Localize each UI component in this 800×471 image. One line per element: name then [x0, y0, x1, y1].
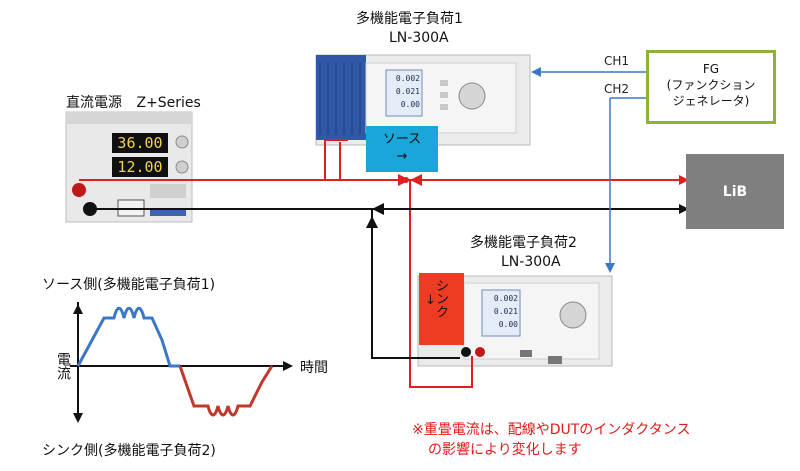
source-arrow-icon: → [396, 149, 408, 164]
source-label: ソース [382, 132, 422, 147]
sink-arrow-icon: ↓ [425, 293, 436, 308]
load-screen: 0.002 0.021 0.00 [388, 72, 420, 111]
sink-indicator: ↓ シンク [419, 273, 464, 345]
load2-power-readout: 0.00 [498, 320, 518, 329]
sink-waveform [178, 365, 274, 417]
source-side-label: ソース側(多機能電子負荷1) [42, 277, 216, 293]
sink-label: シンク [433, 279, 448, 318]
black-wiring [90, 204, 689, 359]
load2-screen: 0.002 0.021 0.00 [484, 292, 518, 331]
arrow-black-up [366, 216, 378, 228]
dc-supply-name: 直流電源 [66, 95, 122, 111]
fg-line3: ジェネレータ) [672, 94, 750, 108]
lib-label: LiB [722, 183, 748, 200]
electronic-load-1 [315, 54, 531, 146]
load2-title: 多機能電子負荷2 [470, 235, 577, 251]
load-power-readout: 0.00 [400, 100, 420, 109]
junction-red-b [398, 174, 410, 186]
red-wiring [79, 139, 689, 388]
dc-power-supply [65, 111, 193, 223]
function-generator-box: FG (ファンクション ジェネレータ) [646, 50, 776, 124]
sink-side-label: シンク側(多機能電子負荷2) [42, 443, 216, 459]
psu-voltage-display: 36.00 [117, 134, 163, 152]
fg-line1: FG [702, 62, 720, 76]
fg-line2: (ファンクション [666, 78, 756, 92]
load2-model: LN-300A [501, 254, 561, 270]
note-line1: ※重畳電流は、配線やDUTのインダクタンス [412, 422, 691, 438]
source-indicator: ソース → [366, 126, 438, 172]
junction-red-c [410, 174, 422, 186]
x-axis-label: 時間 [300, 360, 328, 376]
junction-black [372, 203, 384, 215]
load1-model: LN-300A [389, 30, 449, 46]
load2-voltage-readout: 0.002 [493, 294, 518, 303]
fg-signal-lines [531, 67, 646, 273]
dc-supply-series: Z+Series [136, 95, 201, 111]
psu-current-display: 12.00 [117, 158, 163, 176]
ch2-label: CH2 [604, 82, 630, 96]
load-current-readout: 0.021 [395, 87, 420, 96]
electronic-load-2 [417, 275, 613, 367]
lib-battery-box: LiB [686, 154, 784, 229]
ch1-label: CH1 [604, 54, 630, 68]
load-voltage-readout: 0.002 [395, 74, 420, 83]
load2-current-readout: 0.021 [493, 307, 518, 316]
note-line2: の影響により変化します [428, 442, 582, 458]
source-waveform [76, 306, 180, 368]
load1-title: 多機能電子負荷1 [356, 11, 463, 27]
y-axis-label: 電流 [55, 352, 71, 381]
dc-supply-title: 直流電源 Z+Series [66, 92, 201, 112]
note-text: ※重畳電流は、配線やDUTのインダクタンス の影響により変化します [412, 420, 690, 460]
